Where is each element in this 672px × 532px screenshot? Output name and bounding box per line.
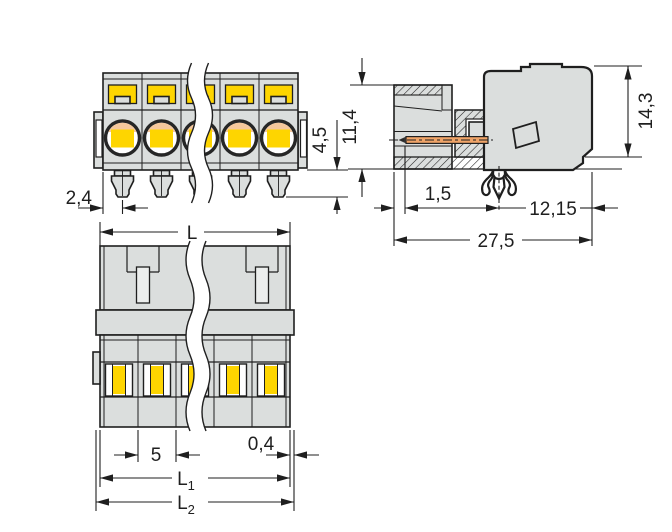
dim-label-0-4: 0,4 [248,434,275,455]
front-view: 2,4 4,5 [66,59,348,214]
dim-l1: L1 [99,430,290,493]
dim-edge-offset: 0,4 [248,430,319,511]
snap-in-foot [481,166,517,212]
dim-label-27-5: 27,5 [478,231,515,252]
dim-label-4-5: 4,5 [310,127,331,153]
dim-pin-length: 4,5 [286,120,348,214]
dim-foot-to-back: 12,15 [448,172,618,246]
housing-cutout [511,120,541,150]
dim-label-2-4: 2,4 [66,188,93,209]
dim-front-height: 11,4 [340,58,394,197]
dim-label-1-5: 1,5 [425,184,451,205]
dim-label-14-3: 14,3 [636,93,657,130]
dim-l2: L2 [95,430,294,517]
dim-label-11-4: 11,4 [340,109,361,145]
dim-label-L1: L1 [177,469,195,493]
contact-pin [389,136,493,145]
side-view: 11,4 14,3 1,5 12,15 [340,58,657,252]
plan-view: L 5 0,4 L1 L2 [92,222,319,517]
side-housing [482,62,594,172]
dim-pin-recess: 1,5 [374,146,456,246]
plan-break-line [185,237,211,435]
front-break-line [186,59,214,207]
dim-pole-pitch: 5 [114,430,200,466]
dim-label-L: L [187,223,198,244]
dim-label-L2: L2 [177,493,195,517]
dim-back-height: 14,3 [585,65,657,158]
dim-label-12-15: 12,15 [529,199,577,220]
dim-edge-to-pin: 2,4 [66,172,148,214]
dim-label-5: 5 [151,445,162,466]
side-tab [92,351,101,385]
dim-total-length: L [99,222,291,246]
dim-total-depth: 27,5 [394,231,592,252]
